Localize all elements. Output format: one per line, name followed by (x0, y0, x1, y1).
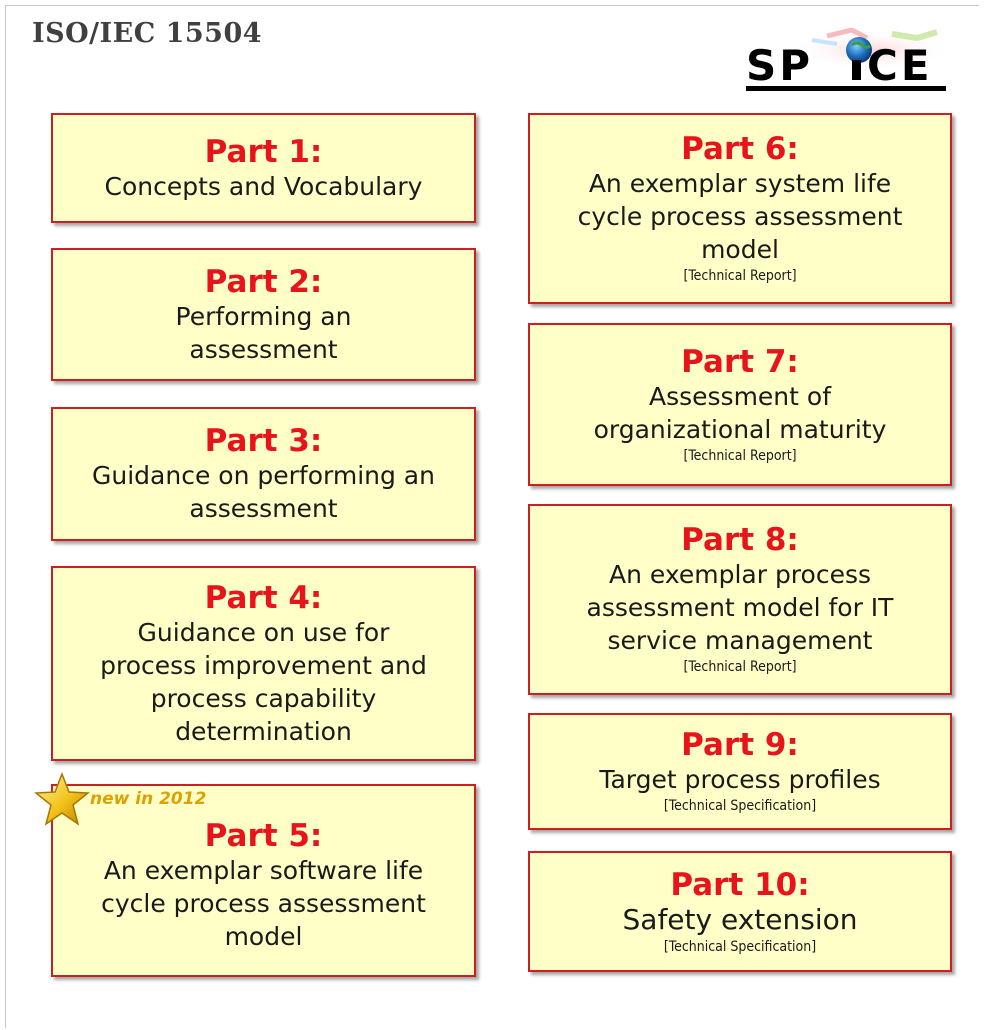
part-10-description: Safety extension (622, 902, 858, 936)
part-4-description: Guidance on use for process improvement … (100, 617, 427, 746)
part-10-box: Part 10: Safety extension [Technical Spe… (528, 851, 952, 972)
new-badge: new in 2012 (90, 789, 207, 809)
part-8-note: [Technical Report] (683, 659, 797, 675)
part-9-note: [Technical Specification] (663, 798, 817, 814)
svg-text:SP: SP (746, 41, 813, 90)
part-1-description: Concepts and Vocabulary (104, 171, 423, 201)
part-2-box: Part 2: Performing an assessment (51, 248, 476, 381)
part-3-label: Part 3: (204, 423, 323, 459)
part-4-label: Part 4: (204, 579, 323, 616)
part-5-label: Part 5: (204, 818, 323, 854)
part-7-box: Part 7: Assessment of organizational mat… (528, 323, 952, 486)
part-2-description: Performing an assessment (175, 301, 352, 364)
part-5-box: Part 5: An exemplar software life cycle … (51, 784, 476, 977)
part-6-label: Part 6: (681, 131, 799, 167)
part-2-label: Part 2: (204, 263, 323, 300)
part-9-description: Target process profiles (599, 765, 881, 794)
part-1-box: Part 1: Concepts and Vocabulary (51, 113, 476, 223)
svg-text:CE: CE (867, 41, 933, 90)
part-10-note: [Technical Specification] (663, 938, 817, 955)
spice-logo: SP CE (746, 28, 952, 91)
part-8-box: Part 8: An exemplar process assessment m… (528, 504, 952, 695)
part-9-label: Part 9: (681, 727, 799, 763)
star-icon (34, 772, 90, 826)
part-8-label: Part 8: (681, 522, 799, 558)
part-4-box: Part 4: Guidance on use for process impr… (51, 566, 476, 761)
page-title: ISO/IEC 15504 (32, 18, 263, 49)
part-6-description: An exemplar system life cycle process as… (577, 169, 903, 264)
part-7-description: Assessment of organizational maturity (593, 381, 887, 444)
part-3-box: Part 3: Guidance on performing an assess… (51, 407, 476, 541)
part-9-box: Part 9: Target process profiles [Technic… (528, 713, 952, 830)
part-7-note: [Technical Report] (683, 447, 797, 464)
part-3-description: Guidance on performing an assessment (92, 461, 435, 523)
part-5-description: An exemplar software life cycle process … (101, 856, 426, 951)
part-6-note: [Technical Report] (683, 268, 797, 284)
part-8-description: An exemplar process assessment model for… (586, 560, 894, 655)
part-10-label: Part 10: (670, 866, 810, 903)
part-1-label: Part 1: (204, 133, 323, 170)
part-7-label: Part 7: (681, 343, 799, 380)
part-6-box: Part 6: An exemplar system life cycle pr… (528, 113, 952, 304)
